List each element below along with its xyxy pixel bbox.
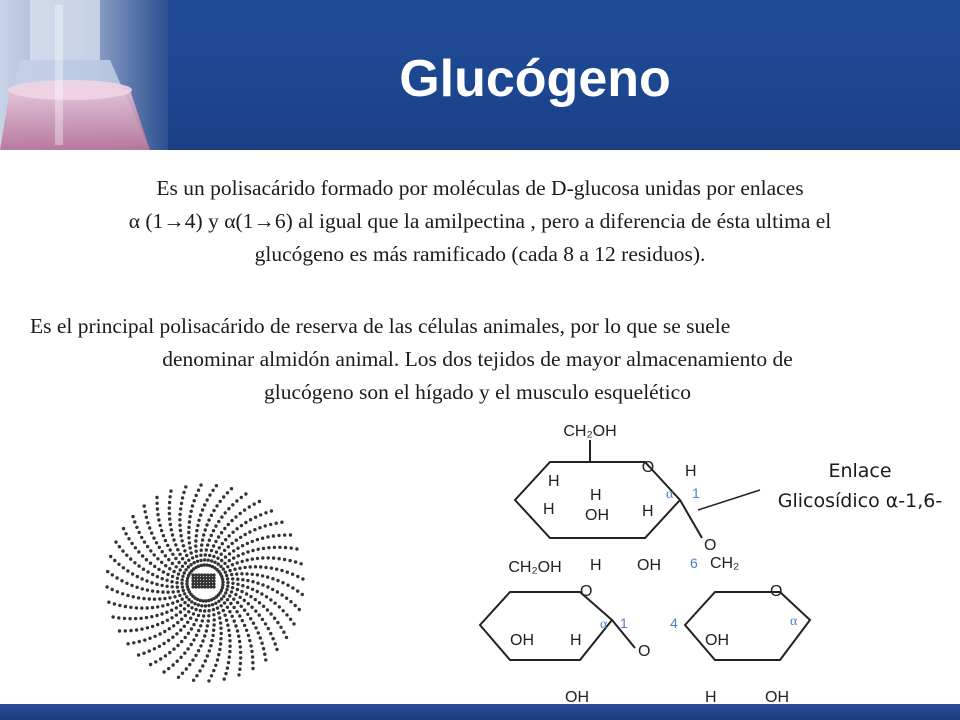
- glycogen-granule-diagram: [105, 483, 305, 683]
- paragraph-line: glucógeno es más ramificado (cada 8 a 12…: [254, 242, 706, 266]
- mol-h: H: [590, 487, 602, 504]
- footer-bar: [0, 704, 960, 720]
- paragraph-line: glucógeno son el hígado y el musculo esq…: [264, 380, 691, 404]
- flask-image: [0, 0, 168, 150]
- mol-o: O: [704, 537, 716, 554]
- bond-label-line: Glicosídico α-1,6-: [777, 490, 943, 512]
- bond-label-line: Enlace: [828, 460, 892, 482]
- mol-h: H: [685, 463, 697, 480]
- mol-oh: OH: [637, 557, 661, 574]
- slide-title: Glucógeno: [399, 50, 671, 108]
- paragraph-line: Es el principal polisacárido de reserva …: [30, 314, 731, 338]
- paragraph-definition: Es un polisacárido formado por moléculas…: [40, 172, 920, 271]
- mol-num-6: 6: [690, 555, 698, 571]
- mol-ch2: CH₂: [710, 555, 739, 572]
- mol-o: O: [638, 643, 650, 660]
- mol-o: O: [642, 459, 654, 476]
- mol-h: H: [570, 632, 582, 649]
- mol-ch2oh: CH₂OH: [508, 559, 561, 576]
- mol-oh: OH: [585, 507, 609, 524]
- mol-alpha: α: [600, 617, 608, 632]
- mol-alpha: α: [666, 487, 674, 502]
- mol-h: H: [590, 557, 602, 574]
- mol-h: H: [642, 503, 654, 520]
- mol-alpha: α: [790, 614, 798, 629]
- mol-h: H: [543, 501, 555, 518]
- paragraph-line: α (1→4) y α(1→6) al igual que la amilpec…: [128, 209, 832, 233]
- mol-ch2oh: CH₂OH: [563, 423, 616, 440]
- mol-num-1: 1: [692, 485, 700, 501]
- bond-label: Enlace Glicosídico α-1,6-: [760, 456, 960, 516]
- mol-o: O: [770, 583, 782, 600]
- mol-oh: OH: [765, 689, 789, 706]
- glycosidic-bond-structure: CH₂OH O H H OH H H OH H H α 1 O 6 CH₂ CH…: [478, 423, 812, 706]
- mol-oh: OH: [705, 632, 729, 649]
- mol-num-4: 4: [670, 615, 678, 631]
- title-banner: Glucógeno: [0, 0, 960, 150]
- mol-h: H: [548, 473, 560, 490]
- mol-o: O: [580, 583, 592, 600]
- mol-oh: OH: [510, 632, 534, 649]
- mol-h: H: [705, 689, 717, 706]
- paragraph-line: Es un polisacárido formado por moléculas…: [156, 176, 804, 200]
- paragraph-reserve: Es el principal polisacárido de reserva …: [30, 310, 925, 409]
- mol-num-1: 1: [620, 615, 628, 631]
- mol-oh: OH: [565, 689, 589, 706]
- paragraph-line: denominar almidón animal. Los dos tejido…: [162, 347, 793, 371]
